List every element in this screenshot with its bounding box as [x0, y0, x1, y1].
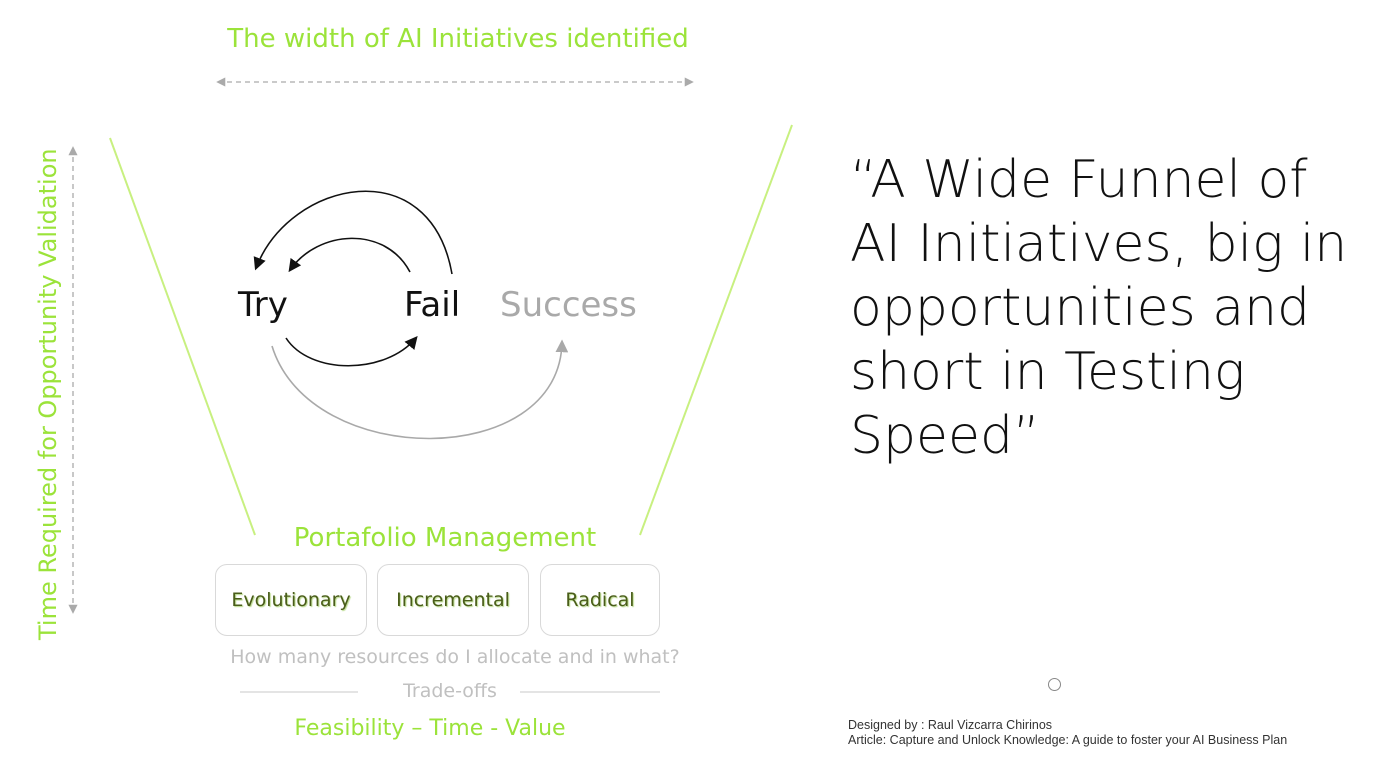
funnel-time-label: Time Required for Opportunity Validation	[34, 148, 62, 640]
credits: Designed by : Raul Vizcarra Chirinos Art…	[848, 718, 1287, 748]
tradeoffs-label: Trade-offs	[403, 680, 497, 702]
quote-line: “A Wide Funnel of	[850, 150, 1308, 210]
criteria-label: Feasibility – Time - Value	[294, 716, 566, 741]
funnel-right-wall	[639, 124, 793, 536]
quote-line: Speed”	[850, 406, 1040, 466]
cycle-success-label: Success	[500, 285, 637, 325]
fail-to-try-inner-arrow	[288, 237, 411, 273]
portfolio-category-radical: Radical	[540, 564, 660, 636]
cycle-fail-label: Fail	[404, 285, 461, 325]
quote-line: opportunities and	[850, 278, 1311, 338]
funnel-width-label: The width of AI Initiatives identified	[227, 24, 689, 54]
designed-by-text: Designed by : Raul Vizcarra Chirinos	[848, 718, 1053, 732]
resource-question: How many resources do I allocate and in …	[230, 646, 680, 668]
portfolio-title: Portafolio Management	[293, 523, 597, 553]
quote-line: short in Testing	[850, 342, 1246, 402]
radio-circle-icon[interactable]	[1048, 678, 1061, 691]
try-to-fail-arrow	[285, 336, 418, 367]
quote-line: AI Initiatives, big in	[850, 214, 1348, 274]
funnel-left-wall	[109, 137, 256, 536]
portfolio-category-evolutionary: Evolutionary	[215, 564, 367, 636]
fail-to-try-outer-arrow	[253, 190, 453, 275]
cycle-try-label: Try	[238, 285, 288, 325]
try-to-success-arrow	[271, 339, 569, 440]
portfolio-category-incremental: Incremental	[377, 564, 529, 636]
quote-block: “A Wide Funnel of AI Initiatives, big in…	[850, 148, 1395, 468]
article-text: Article: Capture and Unlock Knowledge: A…	[848, 733, 1288, 747]
